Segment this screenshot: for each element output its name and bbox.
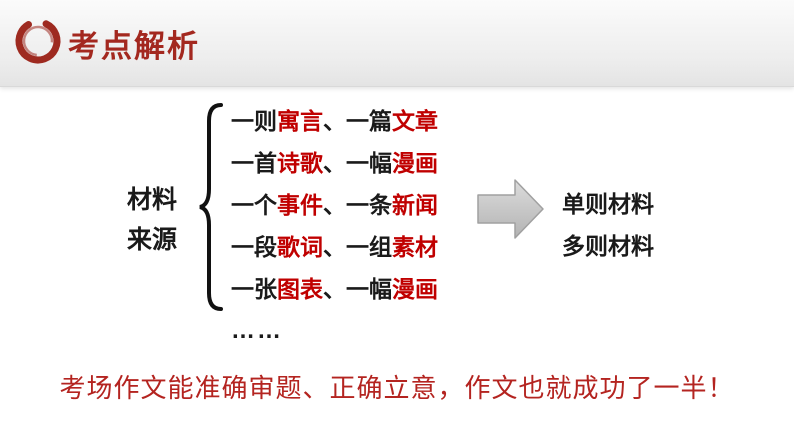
list-item: 一则寓言、一篇文章 xyxy=(231,100,438,142)
page-title: 考点解析 xyxy=(68,28,200,64)
item-text-red: 图表 xyxy=(277,276,323,302)
ink-ring-icon xyxy=(10,13,66,69)
right-arrow-icon xyxy=(477,174,545,244)
item-text-red: 诗歌 xyxy=(277,150,323,176)
item-text-black: 、一幅 xyxy=(323,276,392,302)
result-item: 单则材料 xyxy=(562,191,654,217)
list-item: 一个事件、一条新闻 xyxy=(231,184,438,226)
item-text-black: 一个 xyxy=(231,192,277,218)
item-text-red: 事件 xyxy=(277,192,323,218)
source-label: 材料 来源 xyxy=(114,180,190,260)
header-bar: 考点解析 xyxy=(0,0,794,87)
item-text-black: 一张 xyxy=(231,276,277,302)
item-text-red: 新闻 xyxy=(392,192,438,218)
source-label-line2: 来源 xyxy=(126,226,177,254)
result-item: 多则材料 xyxy=(562,233,654,259)
list-item: 一张图表、一幅漫画 xyxy=(231,268,438,310)
item-text-black: 一段 xyxy=(231,234,277,260)
curly-brace xyxy=(197,100,225,314)
item-text-red: 寓言 xyxy=(277,108,323,134)
item-text-red: 漫画 xyxy=(392,150,438,176)
source-label-line1: 材料 xyxy=(126,186,177,214)
item-text-red: 漫画 xyxy=(392,276,438,302)
item-text-red: 歌词 xyxy=(277,234,323,260)
item-text-black: 一首 xyxy=(231,150,277,176)
results: 单则材料 多则材料 xyxy=(562,183,654,267)
item-text-black: 、一篇 xyxy=(323,108,392,134)
footer-note: 考场作文能准确审题、正确立意，作文也就成功了一半！ xyxy=(59,373,735,403)
item-text-black: 、一幅 xyxy=(323,150,392,176)
list-item: 一首诗歌、一幅漫画 xyxy=(231,142,438,184)
list-item: 一段歌词、一组素材 xyxy=(231,226,438,268)
item-text-black: 、一条 xyxy=(323,192,392,218)
ellipsis-item: …… xyxy=(231,317,283,344)
item-text-black: 一则 xyxy=(231,108,277,134)
item-text-red: 素材 xyxy=(392,234,438,260)
item-text-red: 文章 xyxy=(392,108,438,134)
item-text-black: 、一组 xyxy=(323,234,392,260)
material-list: 一则寓言、一篇文章 一首诗歌、一幅漫画 一个事件、一条新闻 一段歌词、一组素材 … xyxy=(231,100,438,352)
